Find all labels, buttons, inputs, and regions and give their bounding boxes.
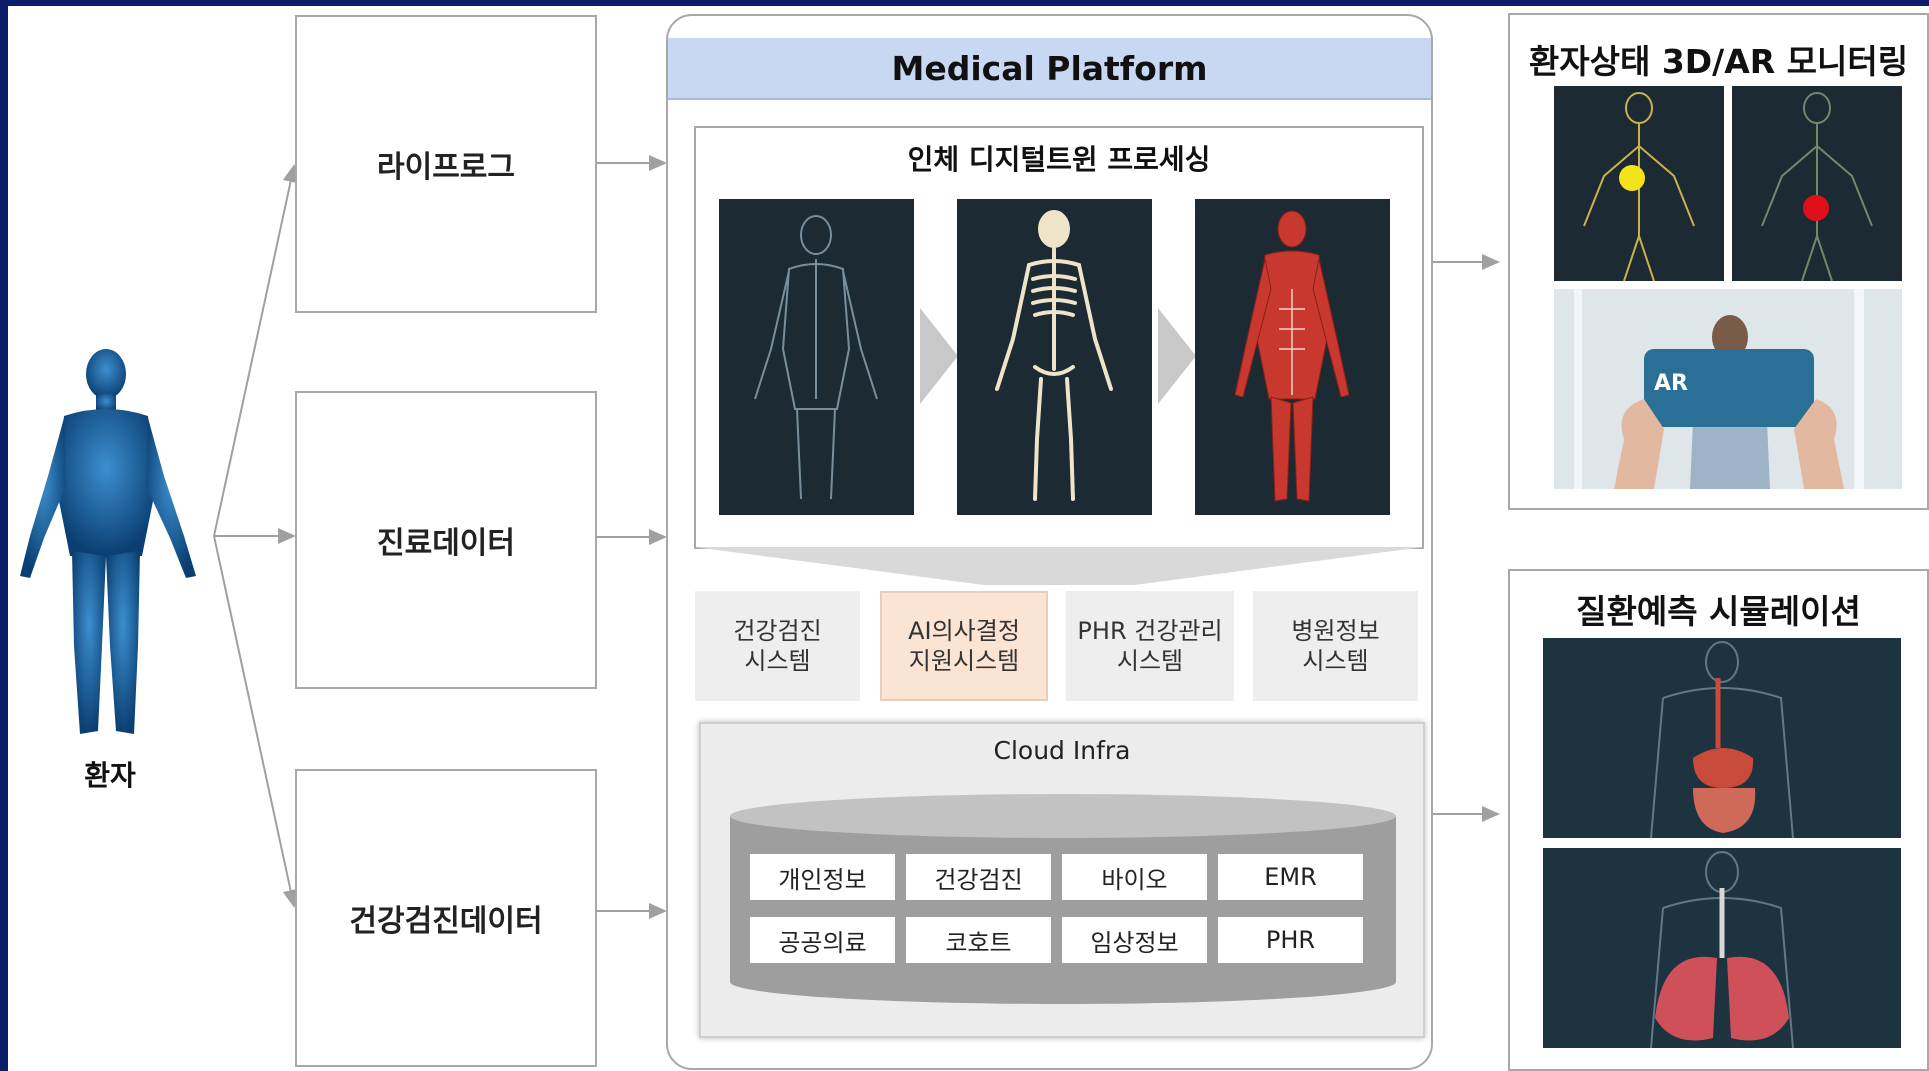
digestive-system-image (1543, 638, 1901, 838)
system-line: 지원시스템 (908, 647, 1020, 675)
nervous-system-image (1554, 86, 1724, 281)
system-line: 시스템 (744, 647, 811, 675)
ar-badge: AR (1654, 371, 1688, 396)
skeleton-image (957, 199, 1152, 515)
patient-label: 환자 (84, 759, 136, 792)
diagram-canvas: 환자 라이프로그 진료데이터 건강검진데이터 Medical Platform … (8, 6, 1929, 1071)
digital-twin-title: 인체 디지털트윈 프로세싱 (907, 143, 1211, 176)
system-line: 건강검진 (733, 617, 822, 645)
source-box-clinical: 진료데이터 (295, 391, 597, 689)
platform-header: Medical Platform (668, 38, 1431, 100)
source-label: 건강검진데이터 (349, 904, 543, 939)
system-line: AI의사결정 (908, 617, 1020, 645)
platform-title: Medical Platform (891, 48, 1208, 88)
system-box-checkup: 건강검진 시스템 (695, 591, 860, 701)
db-item: 건강검진 (906, 854, 1051, 900)
process-arrow-icon (920, 308, 958, 404)
db-item: PHR (1218, 917, 1363, 963)
vascular-system-image (1732, 86, 1902, 281)
db-item: 개인정보 (750, 854, 895, 900)
process-arrow-icon (1158, 308, 1196, 404)
system-box-ai-decision: AI의사결정 지원시스템 (880, 591, 1048, 701)
db-item: 바이오 (1062, 854, 1207, 900)
source-label: 라이프로그 (377, 150, 515, 185)
system-line: PHR 건강관리 (1077, 617, 1223, 645)
body-xray-image (719, 199, 914, 515)
system-box-hospital: 병원정보 시스템 (1253, 591, 1418, 701)
source-label: 진료데이터 (377, 526, 515, 561)
connector-arrows (213, 155, 1500, 919)
muscle-image (1195, 199, 1390, 515)
db-item: 임상정보 (1062, 917, 1207, 963)
patient-figure (20, 349, 196, 734)
ar-phone-image: AR (1554, 289, 1902, 489)
system-box-phr: PHR 건강관리 시스템 (1066, 591, 1234, 701)
system-line: 시스템 (1116, 647, 1184, 675)
db-item: 코호트 (906, 917, 1051, 963)
source-box-lifelog: 라이프로그 (295, 15, 597, 313)
monitoring-title: 환자상태 3D/AR 모니터링 (1528, 42, 1909, 81)
funnel-shape (694, 547, 1424, 585)
system-line: 병원정보 (1291, 617, 1380, 645)
system-line: 시스템 (1302, 647, 1369, 675)
database-cylinder-icon (730, 794, 1396, 1004)
source-box-checkup: 건강검진데이터 (295, 769, 597, 1067)
simulation-title: 질환예측 시뮬레이션 (1576, 592, 1861, 631)
respiratory-system-image (1543, 848, 1901, 1048)
db-item: EMR (1218, 854, 1363, 900)
cloud-title: Cloud Infra (993, 736, 1131, 765)
db-item: 공공의료 (750, 917, 895, 963)
